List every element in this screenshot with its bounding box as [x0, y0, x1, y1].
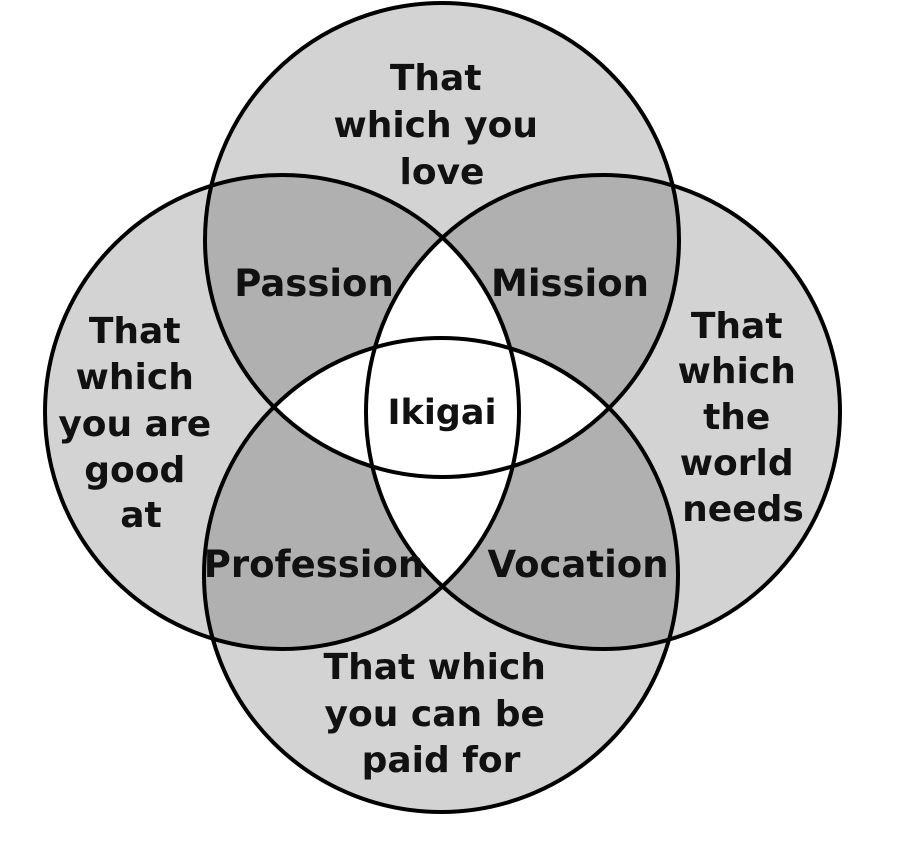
- label-good-at-line: which: [76, 357, 194, 398]
- label-love-line: love: [400, 152, 485, 193]
- label-good-at-line: at: [120, 495, 162, 536]
- label-good-at-line: That: [89, 311, 181, 352]
- label-love-line: which you: [333, 105, 538, 146]
- label-paid-for: That which you can be paid for: [324, 647, 559, 781]
- outline-world-needs: [364, 173, 842, 651]
- label-love-line: That: [390, 58, 482, 99]
- label-love: That which you love: [333, 58, 550, 193]
- label-good-at-line: you are: [58, 404, 211, 445]
- label-world-needs: That which the world needs: [678, 306, 809, 530]
- label-ikigai: Ikigai: [388, 393, 497, 433]
- label-vocation: Vocation: [487, 543, 668, 586]
- label-world-needs-line: which: [678, 351, 796, 392]
- label-paid-for-line: you can be: [325, 694, 545, 735]
- outline-love: [203, 1, 681, 479]
- outline-good-at: [43, 173, 521, 651]
- label-good-at-line: good: [84, 450, 185, 491]
- label-world-needs-line: world: [680, 443, 794, 484]
- label-passion: Passion: [234, 262, 394, 305]
- label-paid-for-line: That which: [324, 647, 546, 688]
- label-world-needs-line: needs: [682, 489, 804, 530]
- outline-paid-for: [202, 336, 680, 814]
- label-paid-for-line: paid for: [362, 740, 521, 781]
- label-profession: Profession: [204, 543, 424, 586]
- label-world-needs-line: That: [691, 306, 783, 347]
- label-world-needs-line: the: [703, 397, 770, 438]
- horizontal-lens: [366, 175, 519, 649]
- circle-outlines: [43, 1, 842, 814]
- label-good-at: That which you are good at: [58, 311, 223, 536]
- label-mission: Mission: [491, 262, 649, 305]
